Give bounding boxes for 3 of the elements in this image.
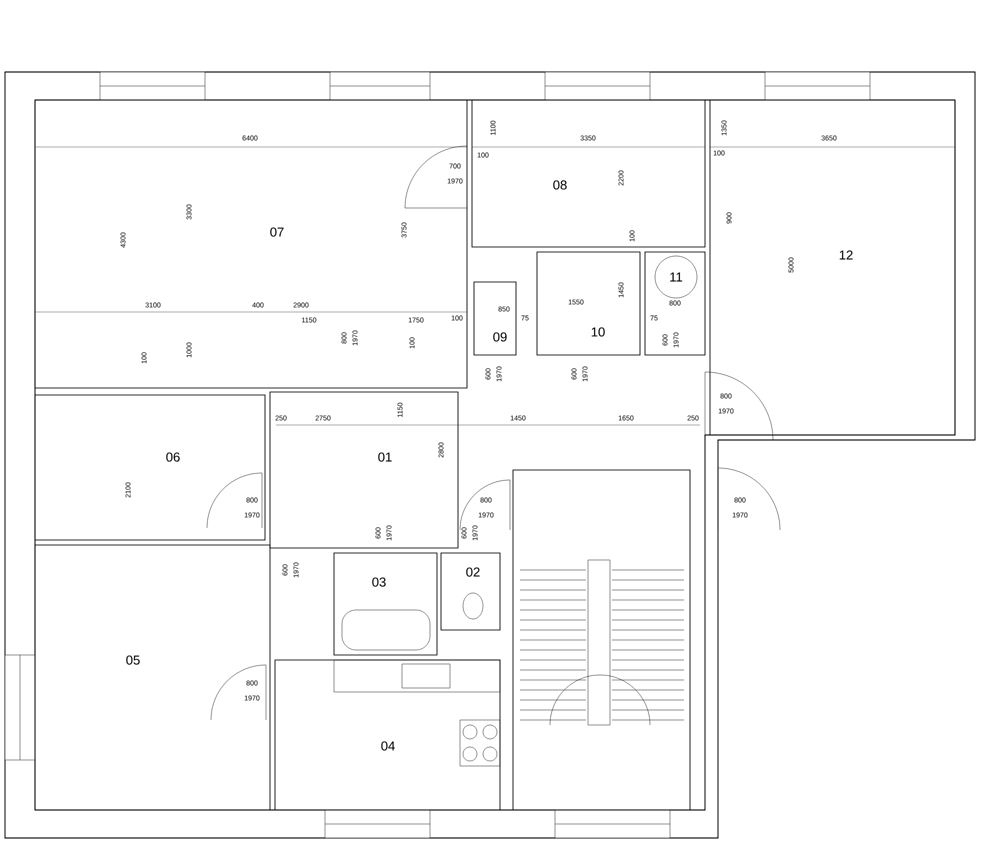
room-box: 04 — [274, 660, 500, 810]
room-box: 02 — [440, 552, 500, 630]
room-box: 03 — [334, 552, 438, 656]
